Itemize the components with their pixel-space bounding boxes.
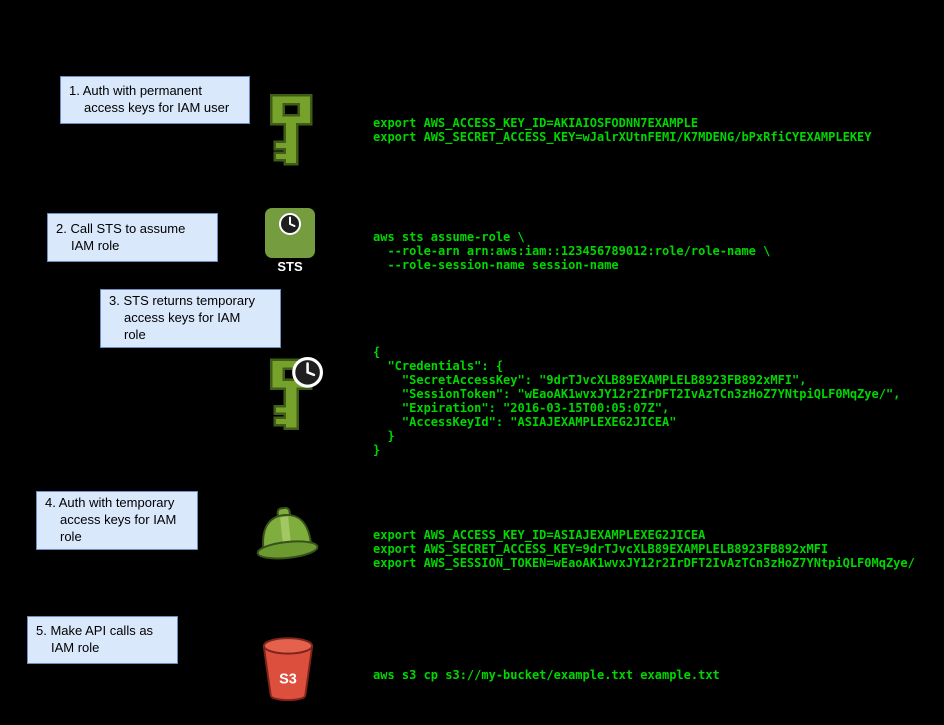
step-1-label: 1. Auth with permanent access keys for I… [69,83,230,115]
s3-bucket-label: S3 [279,672,297,688]
step-2-label: 2. Call STS to assume IAM role [56,220,186,253]
step-2-box: 2. Call STS to assume IAM role [47,213,218,262]
step-5-box: 5. Make API calls as IAM role [27,616,178,664]
step-1-box: 1. Auth with permanent access keys for I… [60,76,250,124]
sts-service-icon: STS [264,207,316,273]
step-4-label: 4. Auth with temporary access keys for I… [45,495,177,544]
temporary-access-key-icon [266,356,324,434]
hat-stripe [280,516,292,549]
hat-brim [256,540,319,560]
key-shape [269,94,313,166]
code-credentials-json: { "Credentials": { "SecretAccessKey": "9… [373,345,901,457]
code-assume-role-command: aws sts assume-role \ --role-arn arn:aws… [373,230,771,272]
sts-label: STS [277,259,303,273]
iam-user-access-key-icon [265,94,317,169]
step-5-label: 5. Make API calls as IAM role [36,623,154,655]
step-3-label: 3. STS returns temporary access keys for… [109,293,255,342]
clock-hands [289,216,296,227]
iam-role-hardhat-icon [251,502,321,568]
bucket-rim [262,637,314,655]
bucket-body [262,645,314,702]
step-3-box: 3. STS returns temporary access keys for… [100,289,281,348]
clock-hands [306,362,316,377]
s3-bucket-icon: S3 [261,635,315,705]
key-icon [269,94,313,166]
step-4-box: 4. Auth with temporary access keys for I… [36,491,198,550]
code-export-temporary-keys: export AWS_ACCESS_KEY_ID=ASIAJEXAMPLEXEG… [373,528,915,570]
code-s3-copy-command: aws s3 cp s3://my-bucket/example.txt exa… [373,668,720,682]
code-export-permanent-keys: export AWS_ACCESS_KEY_ID=AKIAIOSFODNN7EX… [373,116,872,144]
